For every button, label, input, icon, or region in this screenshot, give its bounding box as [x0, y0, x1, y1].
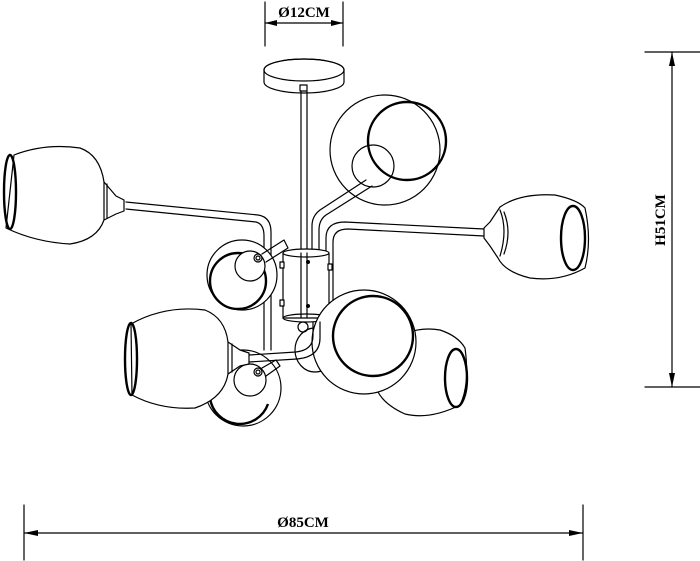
height-label: H51CM	[653, 194, 669, 246]
height-dimension: H51CM	[644, 51, 700, 388]
shade-far-left	[2, 145, 125, 245]
downrod	[300, 90, 308, 256]
arm-top-right	[311, 179, 367, 261]
canopy-diameter-label: Ø12CM	[278, 5, 330, 21]
shade-back-left-small	[206, 239, 289, 311]
shade-back-top-right	[329, 94, 448, 206]
canopy-diameter-dimension: Ø12CM	[264, 1, 344, 47]
arm-right-long	[325, 221, 485, 331]
arm-lower-left	[248, 321, 321, 363]
shade-front-center	[311, 289, 417, 395]
shade-far-right	[483, 194, 590, 280]
shade-front-left	[123, 308, 250, 409]
ceiling-canopy	[263, 58, 345, 94]
arm-left-long	[125, 201, 272, 351]
overall-diameter-label: Ø85CM	[277, 515, 329, 531]
overall-diameter-dimension: Ø85CM	[23, 504, 584, 561]
central-cylinder-body	[279, 248, 333, 333]
